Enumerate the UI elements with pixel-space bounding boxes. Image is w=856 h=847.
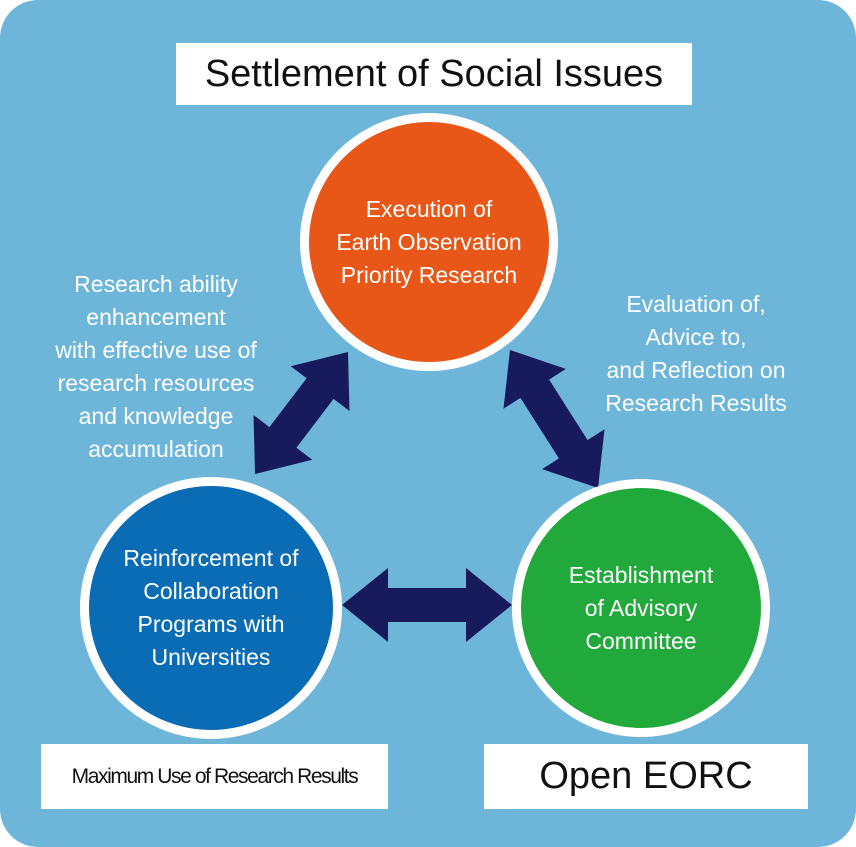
- title-text: Settlement of Social Issues: [204, 52, 664, 95]
- circle-right-label: Establishment of Advisory Committee: [568, 561, 714, 654]
- side-text-research-ability: Research ability enhancement with effect…: [55, 271, 257, 462]
- circle-priority-research: Execution of Earth Observation Priority …: [300, 113, 558, 371]
- arrow-top-right-icon: [503, 350, 605, 488]
- title-box: Settlement of Social Issues: [176, 43, 692, 105]
- circle-left-label: Reinforcement of Collaboration Programs …: [123, 545, 299, 670]
- side-text-evaluation: Evaluation of, Advice to, and Reflection…: [605, 291, 787, 416]
- bottom-box-open-eorc: Open EORC: [484, 744, 808, 809]
- circle-university-collaboration: Reinforcement of Collaboration Programs …: [80, 477, 342, 739]
- bottom-right-label: Open EORC: [539, 755, 753, 797]
- bottom-left-label: Maximum Use of Research Results: [71, 764, 359, 788]
- arrow-left-top-icon: [253, 352, 350, 474]
- circle-top-label: Execution of Earth Observation Priority …: [336, 195, 522, 288]
- arrow-left-right-icon: [342, 568, 512, 642]
- circle-advisory-committee: Establishment of Advisory Committee: [512, 479, 770, 737]
- bottom-box-maximum-use: Maximum Use of Research Results: [41, 744, 388, 809]
